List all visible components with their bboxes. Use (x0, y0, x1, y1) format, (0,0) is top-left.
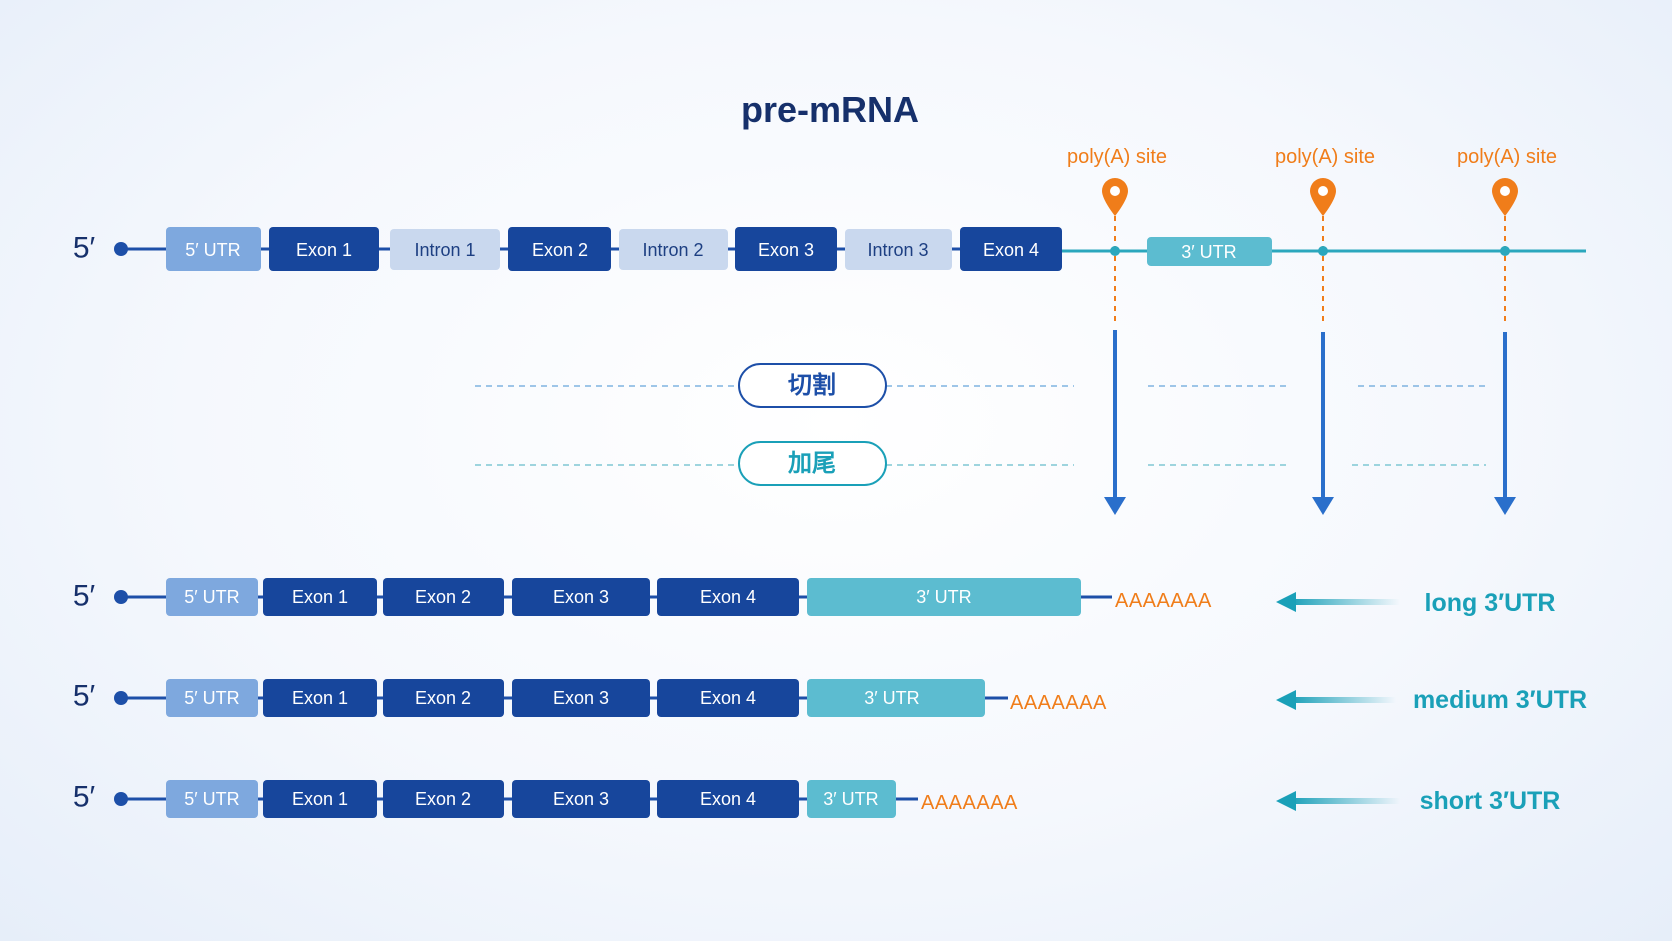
down-arrow-icon (1104, 497, 1126, 515)
segment-exon-4: Exon 4 (657, 679, 799, 717)
step-label: 切割 (788, 371, 836, 399)
step-pill (738, 363, 887, 408)
segment-label: Exon 3 (553, 789, 609, 809)
segment-label: Exon 4 (700, 587, 756, 607)
step-label: 加尾 (788, 449, 836, 477)
segment-label: Exon 1 (292, 587, 348, 607)
segment-label: Exon 3 (758, 240, 814, 260)
segment-label: 5′ UTR (184, 688, 239, 708)
polya-tail: AAAAAAA (921, 792, 1018, 814)
isoform-short: 5′ 5′ UTR Exon 1 Exon 2 Exon 3 Exon 4 3′… (73, 780, 1561, 818)
five-prime-label: 5′ (73, 781, 96, 814)
left-arrow-icon (1276, 592, 1400, 612)
segment-3utr: 3′ UTR (807, 780, 896, 818)
location-pin-icon (1310, 178, 1336, 216)
isoform-medium: 5′ 5′ UTR Exon 1 Exon 2 Exon 3 Exon 4 3′… (73, 679, 1587, 717)
segment-label: Exon 1 (296, 240, 352, 260)
polya-site-label: poly(A) site (1067, 146, 1167, 168)
segment-label: 5′ UTR (184, 587, 239, 607)
five-prime-label: 5′ (73, 580, 96, 613)
segment-intron-2: Intron 2 (619, 229, 728, 270)
step-cleavage: 切割 (475, 363, 1486, 408)
step-pill (738, 441, 887, 486)
segment-exon-2: Exon 2 (383, 679, 504, 717)
segment-label: Exon 3 (553, 587, 609, 607)
segment-exon-1: Exon 1 (263, 578, 377, 616)
isoform-length-label: short 3′UTR (1420, 787, 1561, 815)
left-arrow-icon (1276, 791, 1400, 811)
segment-label: Exon 1 (292, 688, 348, 708)
segment-label: Exon 4 (700, 688, 756, 708)
segment-exon-2: Exon 2 (383, 780, 504, 818)
segment-5utr: 5′ UTR (166, 679, 258, 717)
segment-label: 3′ UTR (864, 688, 919, 708)
segment-label: 3′ UTR (916, 587, 971, 607)
segment-label: Exon 2 (415, 688, 471, 708)
step-polyadenylation: 加尾 (475, 441, 1486, 486)
segment-exon-1: Exon 1 (269, 227, 379, 271)
polya-site-label: poly(A) site (1457, 146, 1557, 168)
segment-intron-3: Intron 3 (845, 229, 952, 270)
segment-exon-2: Exon 2 (508, 227, 611, 271)
polya-tail: AAAAAAA (1010, 692, 1107, 714)
segment-exon-4: Exon 4 (657, 780, 799, 818)
segment-label: Intron 1 (414, 240, 475, 260)
location-pin-icon (1492, 178, 1518, 216)
segment-label: Exon 4 (983, 240, 1039, 260)
page-title: pre-mRNA (741, 89, 919, 130)
segment-label: Intron 2 (642, 240, 703, 260)
segment-label: Exon 4 (700, 789, 756, 809)
segment-3utr: 3′ UTR (807, 578, 1081, 616)
isoform-length-label: medium 3′UTR (1413, 686, 1587, 714)
pre-mrna-row: 5′ 5′ UTR Exon 1 Intron 1 Exon 2 Intron … (73, 227, 1586, 271)
segment-label: 5′ UTR (184, 789, 239, 809)
polya-site-1: poly(A) site (1067, 146, 1167, 515)
location-pin-icon (1102, 178, 1128, 216)
segment-label: Exon 1 (292, 789, 348, 809)
segment-label: Exon 3 (553, 688, 609, 708)
down-arrow-icon (1312, 497, 1334, 515)
five-prime-label: 5′ (73, 232, 96, 265)
segment-exon-1: Exon 1 (263, 780, 377, 818)
segment-exon-3: Exon 3 (512, 578, 650, 616)
segment-label: Exon 2 (415, 587, 471, 607)
segment-5utr: 5′ UTR (166, 227, 261, 271)
segment-exon-3: Exon 3 (735, 227, 837, 271)
isoform-long: 5′ 5′ UTR Exon 1 Exon 2 Exon 3 Exon 4 3′… (73, 578, 1556, 617)
down-arrow-icon (1494, 497, 1516, 515)
polya-site-label: poly(A) site (1275, 146, 1375, 168)
segment-label: Intron 3 (867, 240, 928, 260)
isoform-length-label: long 3′UTR (1425, 589, 1556, 617)
segment-exon-4: Exon 4 (960, 227, 1062, 271)
segment-label: 3′ UTR (823, 789, 878, 809)
segment-exon-2: Exon 2 (383, 578, 504, 616)
segment-5utr: 5′ UTR (166, 578, 258, 616)
segment-5utr: 5′ UTR (166, 780, 258, 818)
polya-site-3: poly(A) site (1457, 146, 1557, 515)
segment-3utr: 3′ UTR (1147, 237, 1272, 266)
left-arrow-icon (1276, 690, 1396, 710)
segment-3utr: 3′ UTR (807, 679, 985, 717)
polya-site-2: poly(A) site (1275, 146, 1375, 515)
segment-label: Exon 2 (532, 240, 588, 260)
segment-intron-1: Intron 1 (390, 229, 500, 270)
segment-label: 5′ UTR (185, 240, 240, 260)
segment-label: Exon 2 (415, 789, 471, 809)
segment-exon-4: Exon 4 (657, 578, 799, 616)
segment-exon-3: Exon 3 (512, 679, 650, 717)
five-prime-label: 5′ (73, 680, 96, 713)
segment-exon-3: Exon 3 (512, 780, 650, 818)
polya-tail: AAAAAAA (1115, 590, 1212, 612)
segment-label: 3′ UTR (1181, 242, 1236, 262)
segment-exon-1: Exon 1 (263, 679, 377, 717)
